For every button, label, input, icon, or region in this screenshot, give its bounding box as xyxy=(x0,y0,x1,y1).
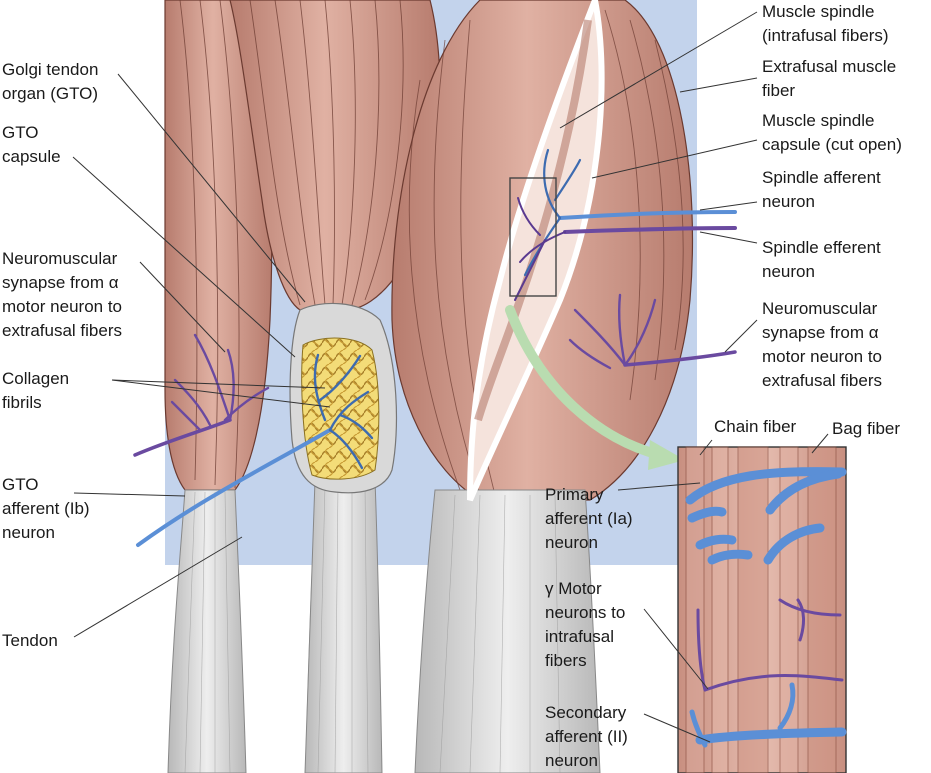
leader-lines xyxy=(72,11,829,743)
label-muscle-spindle: Muscle spindle (intrafusal fibers) xyxy=(762,2,889,45)
gto-afferent-neuron xyxy=(136,353,374,547)
label-primary-afferent: Primary afferent (Ia) neuron xyxy=(545,485,633,552)
label-spindle-efferent: Spindle efferent neuron xyxy=(762,238,881,281)
collagen-region xyxy=(301,337,380,480)
zoom-panel xyxy=(677,446,847,773)
label-golgi-tendon-organ: Golgi tendon organ (GTO) xyxy=(2,60,99,103)
right-alpha-motor-neuron xyxy=(568,293,737,370)
label-collagen-fibrils: Collagen fibrils xyxy=(2,369,70,412)
label-chain-fiber: Chain fiber xyxy=(714,417,797,436)
label-neuromuscular-synapse-left: Neuromuscular synapse from α motor neuro… xyxy=(2,249,123,340)
label-spindle-afferent: Spindle afferent neuron xyxy=(762,168,881,211)
spindle-efferent-neuron xyxy=(514,197,737,301)
left-alpha-motor-neuron xyxy=(133,333,270,457)
label-secondary-afferent: Secondary afferent (II) neuron xyxy=(545,703,628,770)
label-tendon: Tendon xyxy=(2,631,58,650)
gto-tendon xyxy=(304,479,383,773)
label-bag-fiber: Bag fiber xyxy=(832,419,901,438)
right-tendon xyxy=(414,489,601,773)
magnify-arrow xyxy=(505,305,685,470)
spindle-zoom-box xyxy=(509,177,557,297)
label-gto-afferent: GTO afferent (Ib) neuron xyxy=(2,475,90,542)
label-gamma-motor: γ Motor neurons to intrafusal fibers xyxy=(545,579,626,670)
label-gto-capsule: GTO capsule xyxy=(2,123,61,166)
label-extrafusal-fiber: Extrafusal muscle fiber xyxy=(762,57,897,100)
label-spindle-capsule: Muscle spindle capsule (cut open) xyxy=(762,111,902,154)
label-neuromuscular-synapse-right: Neuromuscular synapse from α motor neuro… xyxy=(762,299,883,390)
